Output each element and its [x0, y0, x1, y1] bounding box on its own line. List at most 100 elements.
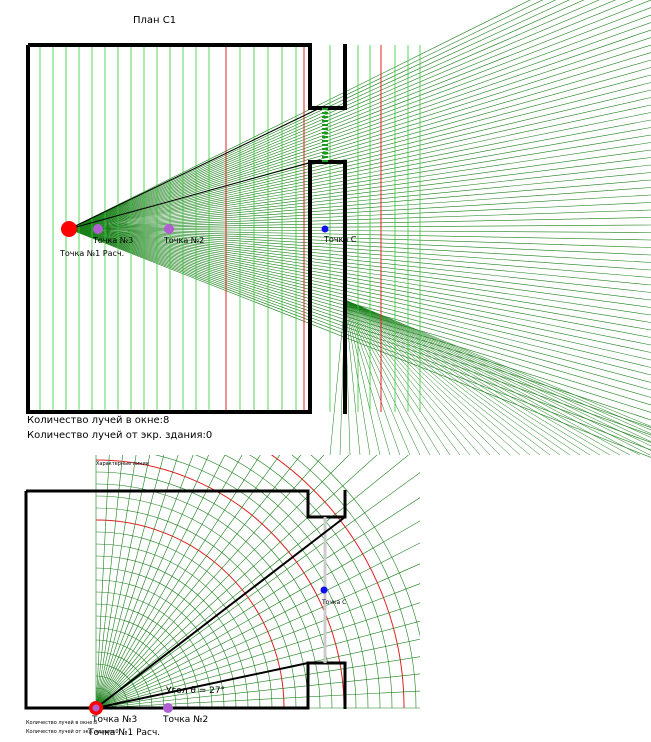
top-ray: [68, 142, 651, 230]
top-ray: [68, 228, 651, 428]
bottom-radial-line: [95, 455, 209, 709]
top-ray: [68, 0, 585, 230]
top-ray: [344, 299, 651, 434]
top-ray: [68, 228, 651, 301]
top-ray: [68, 0, 616, 230]
top-ray: [344, 299, 401, 456]
top-ray: [68, 179, 651, 230]
top-ray: [344, 299, 421, 456]
top-ray: [344, 299, 471, 456]
bottom-radial-line: [95, 542, 420, 709]
bottom-point-3-label: Точка №3: [91, 715, 137, 725]
bottom-radial-line: [95, 520, 420, 709]
bottom-radial-line: [95, 455, 165, 709]
top-ray: [68, 228, 651, 413]
bottom-wall-lower: [24, 491, 347, 710]
top-vertical-lines: [39, 45, 421, 412]
top-ray-fan: [68, 0, 651, 458]
top-ray: [68, 228, 651, 278]
bottom-polar-grid: [95, 455, 420, 709]
top-ray: [68, 74, 651, 230]
bottom-radial-line: [95, 455, 226, 709]
bottom-radial-line: [95, 455, 179, 709]
top-ray: [68, 228, 651, 263]
bottom-radial-line: [95, 673, 420, 709]
top-ray: [68, 228, 651, 331]
top-ray: [68, 228, 651, 368]
top-ray: [68, 7, 651, 230]
top-ray: [68, 228, 651, 353]
top-ray: [68, 172, 651, 230]
top-ray: [344, 299, 571, 456]
bottom-guide-line-2: [95, 662, 309, 709]
bottom-radial-line: [95, 583, 420, 709]
top-ray: [68, 0, 557, 230]
bottom-point-3-marker: [92, 704, 100, 712]
top-ray: [344, 299, 621, 456]
bottom-radial-line: [95, 455, 110, 709]
bottom-point-2-label: Точка №2: [162, 715, 208, 725]
top-point-3-marker: [93, 224, 103, 234]
bottom-guide-line-1: [95, 516, 346, 709]
bottom-radial-line: [95, 455, 302, 709]
bottom-radial-line: [95, 455, 261, 709]
top-ray: [344, 299, 651, 438]
bottom-radial-line: [95, 656, 420, 709]
bottom-radial-line: [95, 602, 420, 709]
bottom-rays-in-window: Количество лучей в окне:8: [26, 719, 97, 726]
top-ray: [344, 299, 641, 456]
top-ray: [344, 299, 651, 442]
top-ray: [344, 299, 651, 431]
bottom-wall-upper: [26, 489, 347, 519]
top-ray: [344, 299, 361, 456]
top-rays-from-screen: Количество лучей от экр. здания:0: [27, 430, 212, 441]
top-ray: [344, 299, 651, 456]
top-ray: [68, 164, 651, 230]
top-guide-line-1: [68, 107, 321, 230]
top-ray: [68, 0, 600, 230]
top-ray: [344, 299, 601, 456]
top-ray: [344, 299, 391, 456]
top-ray: [68, 228, 651, 361]
bottom-radial-line: [95, 455, 378, 709]
top-ray: [344, 299, 611, 456]
top-ray: [68, 228, 651, 376]
bottom-rays-from-screen: Количество лучей от экр. здания:0: [26, 728, 119, 735]
top-ray: [68, 194, 651, 230]
top-ray: [68, 52, 651, 230]
bottom-radial-line: [95, 455, 409, 709]
top-ray: [68, 0, 651, 230]
top-ray: [344, 299, 511, 456]
top-ray: [68, 119, 651, 230]
top-ray: [68, 149, 651, 230]
top-point-1-label: Точка №1 Расч.: [59, 249, 124, 258]
top-ray: [68, 228, 651, 346]
top-ray: [68, 228, 651, 293]
top-ray: [344, 299, 651, 451]
top-ray: [344, 299, 541, 456]
top-rays-in-window: Количество лучей в окне:8: [27, 415, 169, 426]
top-ray: [68, 228, 651, 323]
top-point-2-marker: [164, 224, 174, 234]
bottom-radial-line: [95, 455, 194, 709]
bottom-radial-line: [95, 455, 151, 709]
top-ray: [344, 299, 651, 447]
top-ray: [68, 104, 651, 230]
top-ray: [344, 299, 551, 456]
top-point-3-label: Точка №3: [92, 236, 133, 245]
bottom-point-2-marker: [163, 703, 173, 713]
bottom-radial-line: [95, 455, 325, 709]
top-ray: [68, 228, 651, 308]
top-ray: [68, 228, 651, 338]
bottom-radial-line: [95, 455, 243, 709]
bottom-radial-line: [95, 472, 420, 709]
top-ray: [344, 299, 371, 456]
top-ray: [344, 299, 451, 456]
top-wall-lower: [26, 45, 347, 414]
top-guide-line-2: [68, 159, 321, 230]
top-ray: [68, 228, 651, 316]
top-ray: [344, 299, 491, 456]
top-ray: [68, 134, 651, 230]
top-ray: [68, 0, 634, 230]
top-ray: [344, 299, 581, 456]
